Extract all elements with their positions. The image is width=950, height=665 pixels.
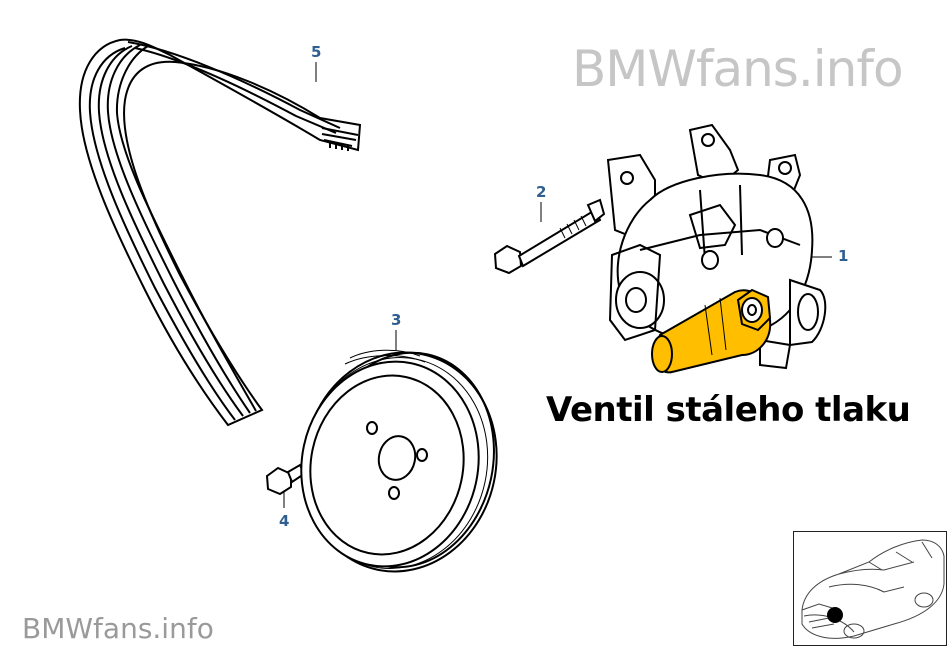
watermark-top: BMWfans.info xyxy=(572,40,904,98)
callout-2: 2 xyxy=(536,183,547,201)
callout-1: 1 xyxy=(838,247,849,265)
constant-pressure-valve xyxy=(651,288,772,374)
leader-lines xyxy=(283,62,832,508)
watermark-bottom-brand: BMWfans xyxy=(22,612,153,645)
callout-5: 5 xyxy=(311,43,322,61)
drive-belt xyxy=(78,38,362,427)
watermark-top-brand: BMWfans xyxy=(572,40,799,98)
part-caption: Ventil stáleho tlaku xyxy=(546,390,911,430)
callout-4: 4 xyxy=(279,512,290,530)
watermark-bottom-suffix: .info xyxy=(152,612,214,645)
pulley xyxy=(300,349,498,573)
location-marker xyxy=(827,607,843,623)
vehicle-location-thumbnail xyxy=(793,531,947,646)
callout-3: 3 xyxy=(391,311,402,329)
watermark-top-suffix: .info xyxy=(797,40,904,98)
bolt-short xyxy=(265,463,306,496)
watermark-bottom: BMWfans.info xyxy=(22,612,214,645)
bolt-long xyxy=(493,198,606,275)
car-outline-icon xyxy=(801,539,945,639)
